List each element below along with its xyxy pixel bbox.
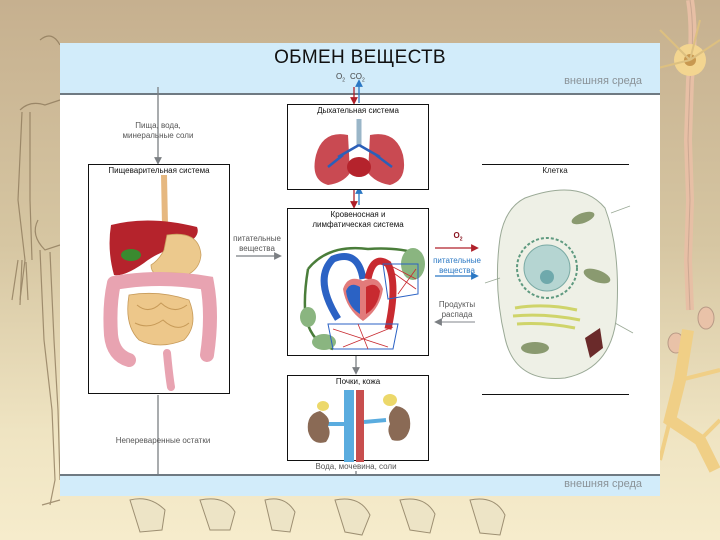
capillary-net-bottom <box>327 323 399 350</box>
o2-label: O2 <box>336 72 346 84</box>
vena-cava <box>344 390 354 462</box>
co2-label: CO2 <box>350 72 365 84</box>
heart-small <box>347 157 371 177</box>
digestive-system-title: Пищеварительная система <box>108 166 210 175</box>
mitochondrion <box>571 211 595 225</box>
gallbladder <box>121 249 141 261</box>
respiratory-system-title: Дыхательная система <box>317 106 399 115</box>
nucleus <box>523 244 571 292</box>
excretory-system-panel: Почки, кожа <box>287 375 429 462</box>
cell-panel-bottom-border <box>482 394 629 396</box>
circulation-illustration <box>300 247 425 351</box>
food-input-label: Пища, вода,минеральные соли <box>122 121 194 140</box>
external-environment-label-bottom: внешняя среда <box>564 478 642 490</box>
undigested-label: Непереваренные остатки <box>115 436 211 445</box>
external-environment-label-top: внешняя среда <box>564 75 642 87</box>
external-environment-bottom: внешняя среда <box>60 474 660 496</box>
kidneys-illustration <box>307 390 411 462</box>
skeleton-drawing <box>11 35 61 506</box>
aorta <box>356 390 364 462</box>
flow-arrows <box>154 79 479 493</box>
vein-loop <box>320 253 367 321</box>
centrioles <box>585 328 603 358</box>
golgi <box>512 304 581 330</box>
right-lung <box>368 134 405 185</box>
cell-o2-label: O2 <box>453 231 463 243</box>
skull-drawings <box>129 498 506 536</box>
rectum <box>163 349 175 391</box>
cell-panel-top-border <box>482 164 629 166</box>
left-lung <box>314 134 350 185</box>
right-kidney <box>388 406 411 441</box>
neuron-drawing <box>649 0 720 473</box>
nucleolus <box>540 270 554 284</box>
metabolism-slide: ОБМЕН ВЕЩЕСТВ O2 CO2 внешняя среда Пища,… <box>60 43 660 496</box>
capillary-net-top <box>382 263 419 300</box>
digestive-system-panel: Пищеварительная система <box>88 164 230 394</box>
left-kidney <box>307 411 330 443</box>
digestive-organs-illustration <box>103 174 217 391</box>
cell-illustration <box>484 189 634 379</box>
small-intestine <box>127 292 194 346</box>
decor-line <box>88 164 90 165</box>
nuclear-envelope <box>516 237 578 299</box>
excretion-label: Вода, мочевина, соли <box>315 462 397 471</box>
large-intestine <box>103 272 217 367</box>
respiratory-system-panel: Дыхательная система <box>287 104 429 190</box>
excretory-system-title: Почки, кожа <box>335 377 381 386</box>
cell-title: Клетка <box>542 166 568 175</box>
lungs-illustration <box>314 119 405 185</box>
slide-title: ОБМЕН ВЕЩЕСТВ <box>274 47 446 68</box>
